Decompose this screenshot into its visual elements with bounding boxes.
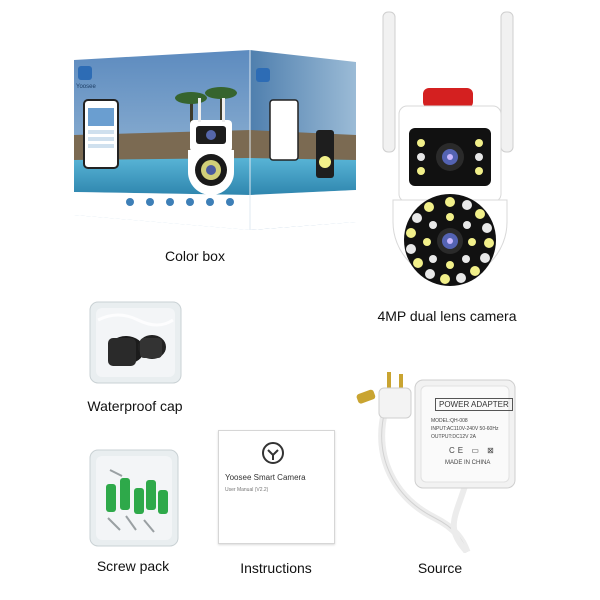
instructions-caption: Instructions: [240, 560, 312, 576]
adapter-model: MODEL:QH-008: [431, 418, 468, 424]
screw-pack-image: [88, 448, 180, 548]
yoosee-logo-icon: [262, 442, 284, 464]
box-brand-text: Yoosee: [76, 84, 96, 90]
camera-image: [375, 10, 525, 295]
adapter-input: INPUT:AC110V-240V 50-60Hz: [431, 426, 499, 432]
manual-subtitle: User Manual (V2.2): [225, 487, 269, 493]
adapter-cert-marks: CE ▭ ⊠: [449, 446, 497, 455]
color-box-image: Yoosee: [70, 40, 360, 240]
source-caption: Source: [417, 560, 463, 576]
power-adapter-image: POWER ADAPTER MODEL:QH-008 INPUT:AC110V-…: [355, 368, 520, 555]
adapter-label: POWER ADAPTER: [435, 398, 513, 411]
instructions-manual-image: Yoosee Smart Camera User Manual (V2.2): [218, 430, 335, 544]
camera-caption: 4MP dual lens camera: [377, 308, 517, 324]
adapter-origin: MADE IN CHINA: [445, 460, 491, 466]
waterproof-cap-image: [88, 300, 183, 385]
screw-pack-caption: Screw pack: [96, 558, 170, 574]
color-box-caption: Color box: [165, 248, 225, 264]
adapter-output: OUTPUT:DC12V 2A: [431, 434, 477, 440]
waterproof-cap-caption: Waterproof cap: [87, 398, 183, 414]
manual-title: Yoosee Smart Camera: [225, 473, 306, 482]
